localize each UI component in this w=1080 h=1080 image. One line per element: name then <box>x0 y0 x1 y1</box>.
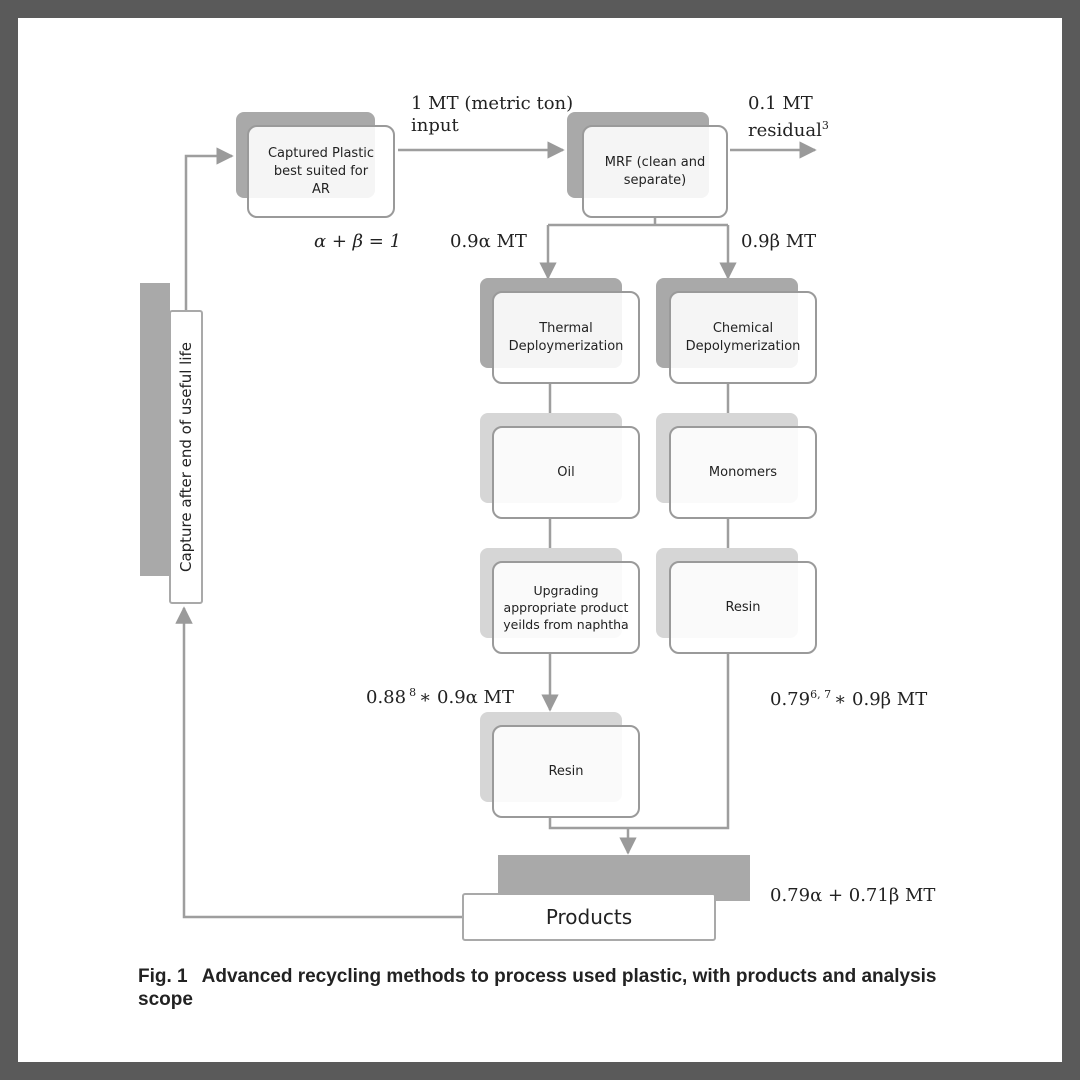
alpha-flow-label: 0.9α MT <box>450 231 527 252</box>
residual-line2: residual <box>748 120 822 141</box>
arrow-capture-to-captured <box>184 147 234 310</box>
caption-text: Advanced recycling methods to process us… <box>138 966 937 1010</box>
left-yield-base: 0.88 <box>366 687 407 708</box>
chemical-box: Chemical Depolymerization <box>669 291 817 384</box>
capture-box: Capture after end of useful life <box>169 310 203 604</box>
resin-right-label: Resin <box>725 599 761 615</box>
captured-plastic-label: Captured Plastic best suited for AR <box>267 145 375 197</box>
figure-page: Captured Plastic best suited for AR MRF … <box>18 18 1062 1062</box>
residual-label: 0.1 MT residual3 <box>748 93 829 142</box>
arrow-products-to-capture <box>175 606 462 919</box>
chemical-label: Chemical Depolymerization <box>685 320 801 354</box>
resin-left-box: Resin <box>492 725 640 818</box>
input-label: 1 MT (metric ton) input <box>411 93 573 137</box>
capture-shadow <box>140 283 170 576</box>
products-flow-label: 0.79α + 0.71β MT <box>770 885 936 906</box>
caption-label: Fig. 1 <box>138 966 188 987</box>
products-box: Products <box>462 893 716 941</box>
alpha-beta-equation: α + β = 1 <box>314 231 402 252</box>
right-yield-rest: ∗ 0.9β MT <box>834 689 928 710</box>
right-yield-label: 0.796, 7∗ 0.9β MT <box>770 684 927 711</box>
flow-arrows <box>175 141 817 919</box>
upgrading-label: Upgrading appropriate product yeilds fro… <box>503 583 629 632</box>
line-resin-left-down <box>548 818 628 830</box>
right-yield-base: 0.79 <box>770 689 811 710</box>
capture-label: Capture after end of useful life <box>177 341 195 573</box>
oil-label: Oil <box>557 464 575 480</box>
right-yield-footnote: 6, 7 <box>810 688 832 701</box>
left-yield-footnote: 8 <box>409 686 417 699</box>
input-line1: 1 MT (metric ton) <box>411 93 574 114</box>
thermal-box: Thermal Deploymerization <box>492 291 640 384</box>
upgrading-box: Upgrading appropriate product yeilds fro… <box>492 561 640 654</box>
mrf-label: MRF (clean and separate) <box>604 154 706 188</box>
left-yield-rest: ∗ 0.9α MT <box>419 687 514 708</box>
residual-line1: 0.1 MT <box>748 93 813 114</box>
thermal-label: Thermal Deploymerization <box>508 320 624 354</box>
line-resin-right-down <box>628 654 730 830</box>
mrf-box: MRF (clean and separate) <box>582 125 728 218</box>
monomers-box: Monomers <box>669 426 817 519</box>
captured-plastic-box: Captured Plastic best suited for AR <box>247 125 395 218</box>
products-label: Products <box>545 905 633 929</box>
input-line2: input <box>411 115 459 136</box>
resin-right-box: Resin <box>669 561 817 654</box>
oil-box: Oil <box>492 426 640 519</box>
residual-footnote: 3 <box>821 119 829 132</box>
resin-left-label: Resin <box>548 763 584 779</box>
arrow-mrf-split <box>548 218 728 227</box>
monomers-label: Monomers <box>708 464 778 480</box>
beta-flow-label: 0.9β MT <box>741 231 817 252</box>
